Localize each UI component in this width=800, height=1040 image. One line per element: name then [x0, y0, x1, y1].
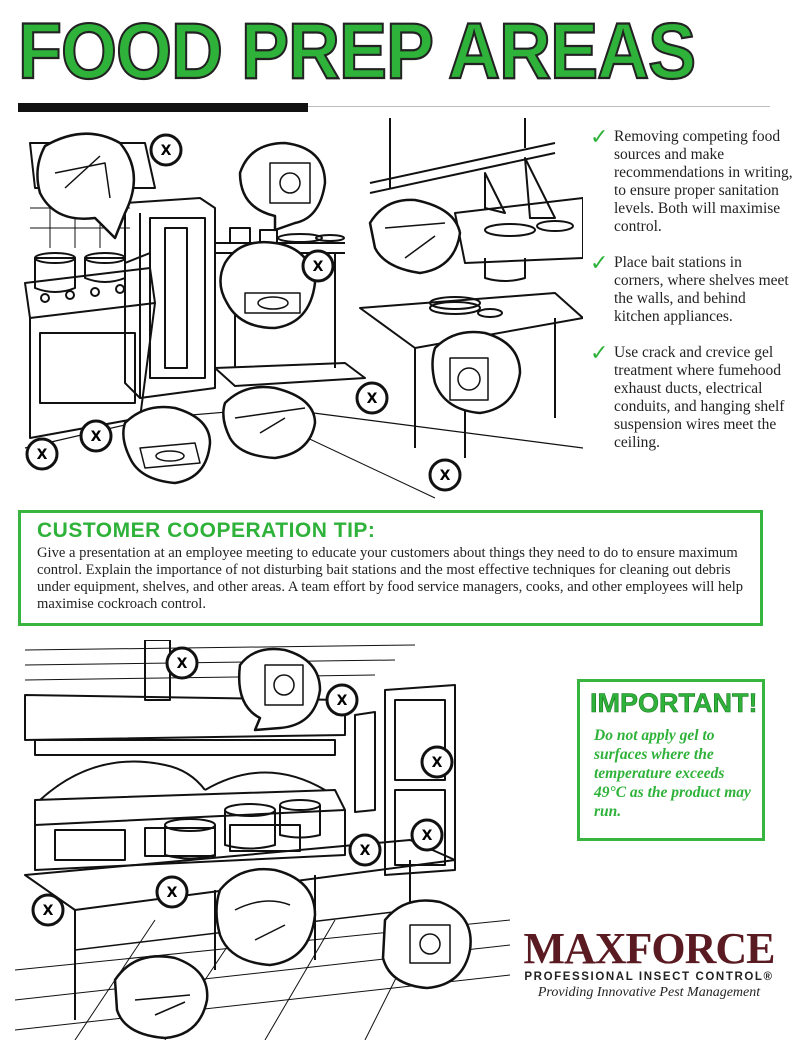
checklist-item: ✓ Use crack and crevice gel treatment wh… — [590, 341, 795, 452]
checklist-item-text: Place bait stations in corners, where sh… — [614, 254, 789, 325]
page-title: FOOD PREP AREAS — [17, 6, 697, 96]
svg-text:X: X — [337, 693, 348, 709]
kitchen-illustration-top: X X X X X X — [24, 118, 583, 499]
svg-text:X: X — [360, 843, 371, 859]
maxforce-logo: MAXFORCE PROFESSIONAL INSECT CONTROL® Pr… — [518, 925, 780, 1001]
marker-x-icon: X — [301, 249, 335, 283]
logo-tagline: PROFESSIONAL INSECT CONTROL® — [524, 971, 774, 983]
marker-x-icon: X — [155, 875, 189, 909]
svg-text:X: X — [37, 447, 48, 463]
svg-text:X: X — [367, 391, 378, 407]
svg-text:X: X — [167, 885, 178, 901]
important-box: IMPORTANT! Do not apply gel to surfaces … — [577, 679, 765, 841]
marker-x-icon: X — [79, 419, 113, 453]
checkmark-icon: ✓ — [590, 251, 609, 276]
marker-x-icon: X — [348, 833, 382, 867]
marker-x-icon: X — [355, 381, 389, 415]
title-rule-thin — [308, 106, 770, 107]
logo-slogan: Providing Innovative Pest Management — [537, 985, 761, 1000]
customer-tip-box: CUSTOMER COOPERATION TIP: Give a present… — [18, 510, 763, 626]
logo-wordmark: MAXFORCE — [523, 924, 775, 973]
checkmark-icon: ✓ — [590, 125, 609, 150]
marker-x-icon: X — [410, 818, 444, 852]
checklist-item-text: Use crack and crevice gel treatment wher… — [614, 344, 785, 451]
marker-x-icon: X — [325, 683, 359, 717]
important-heading: IMPORTANT! — [590, 688, 758, 719]
svg-text:X: X — [177, 656, 188, 672]
marker-x-icon: X — [25, 437, 59, 471]
marker-x-icon: X — [420, 745, 454, 779]
svg-text:X: X — [313, 259, 324, 275]
title-rule — [18, 103, 308, 112]
svg-text:X: X — [432, 755, 443, 771]
marker-x-icon: X — [149, 133, 183, 167]
checklist-item: ✓ Removing competing food sources and ma… — [590, 125, 795, 236]
kitchen-illustration-bottom: X X X X X X X — [15, 640, 510, 1040]
important-body: Do not apply gel to surfaces where the t… — [594, 727, 751, 820]
checkmark-icon: ✓ — [590, 341, 609, 366]
tip-body: Give a presentation at an employee meeti… — [37, 545, 744, 612]
marker-x-icon: X — [428, 458, 462, 492]
marker-x-icon: X — [165, 646, 199, 680]
svg-text:X: X — [440, 468, 451, 484]
checklist-item-text: Removing competing food sources and make… — [614, 128, 793, 235]
marker-x-icon: X — [31, 893, 65, 927]
tip-heading: CUSTOMER COOPERATION TIP: — [37, 519, 376, 542]
svg-text:X: X — [43, 903, 54, 919]
svg-text:X: X — [422, 828, 433, 844]
checklist: ✓ Removing competing food sources and ma… — [590, 125, 795, 470]
checklist-item: ✓ Place bait stations in corners, where … — [590, 251, 795, 326]
svg-text:X: X — [161, 143, 172, 159]
svg-text:X: X — [91, 429, 102, 445]
